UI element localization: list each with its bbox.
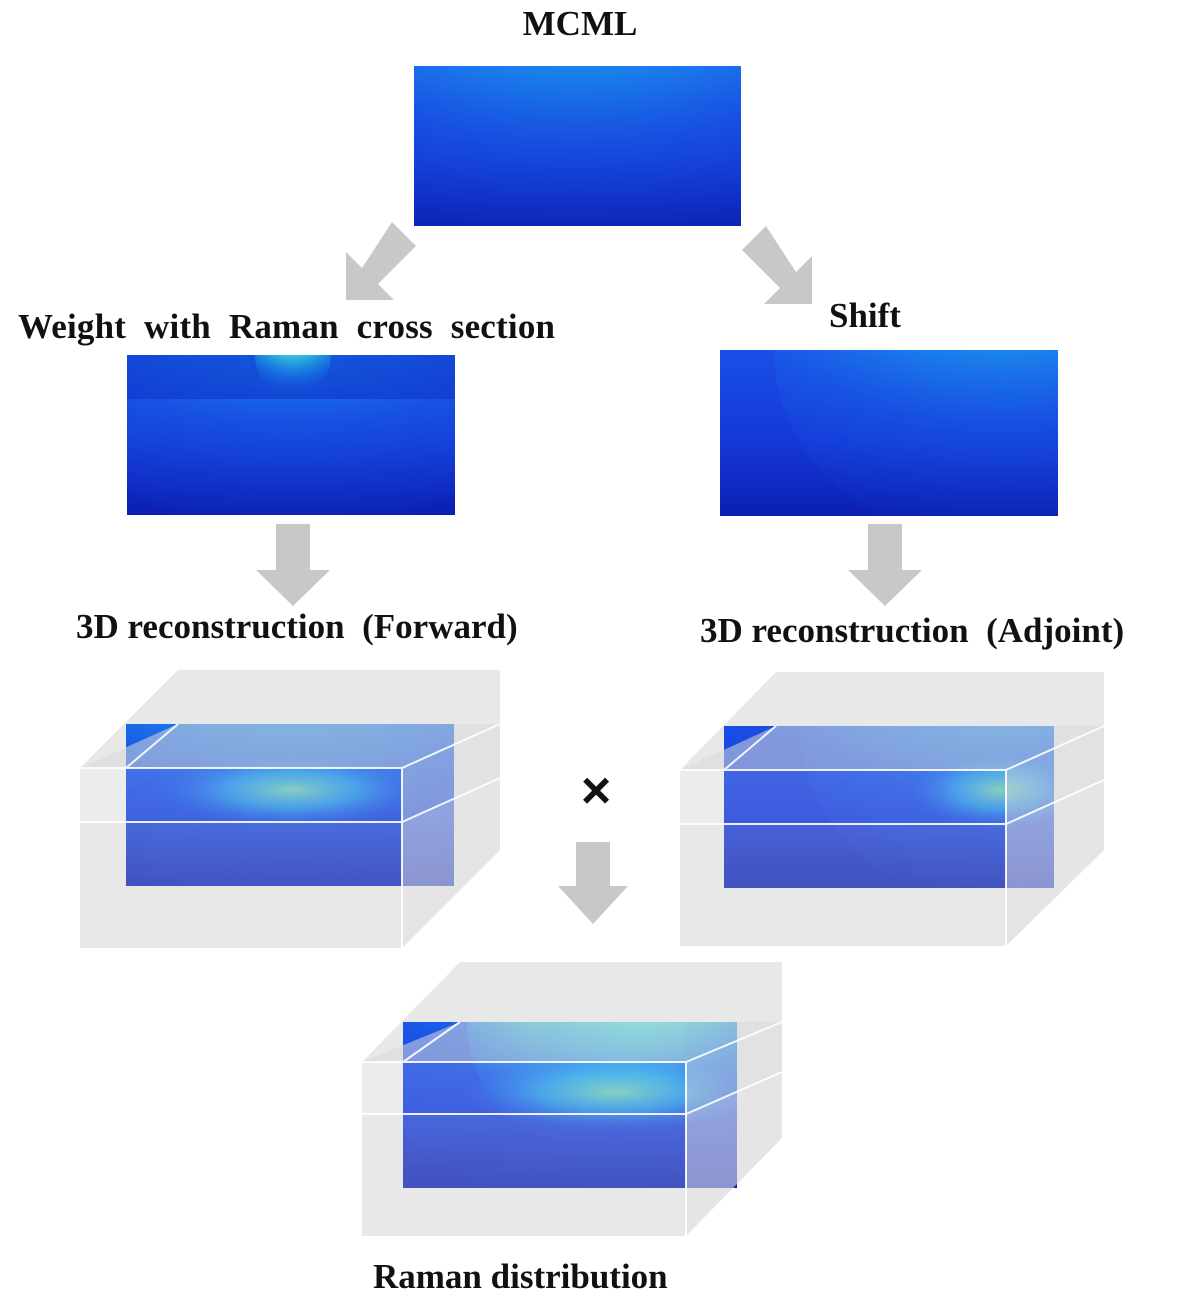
arrow-down-right (742, 226, 812, 304)
adjoint-recon-label: 3D reconstruction (Adjoint) (700, 611, 1125, 650)
shifted-image (720, 350, 1058, 516)
mcml-image (414, 66, 741, 226)
forward-3d-box (80, 670, 501, 948)
arrow-down-adjoint (848, 524, 922, 606)
left-step-label: Weight with Raman cross section (18, 307, 556, 346)
arrow-down-left (346, 222, 416, 300)
arrow-down-result (558, 842, 628, 924)
forward-recon-label: 3D reconstruction (Forward) (76, 607, 518, 646)
adjoint-3d-box (680, 672, 1105, 946)
right-step-label: Shift (829, 296, 901, 335)
arrow-down-forward (256, 524, 330, 606)
multiply-symbol: × (581, 762, 611, 820)
raman-3d-box (362, 962, 783, 1236)
weighted-image (127, 355, 455, 515)
title-mcml: MCML (522, 4, 638, 43)
result-label: Raman distribution (373, 1257, 668, 1296)
